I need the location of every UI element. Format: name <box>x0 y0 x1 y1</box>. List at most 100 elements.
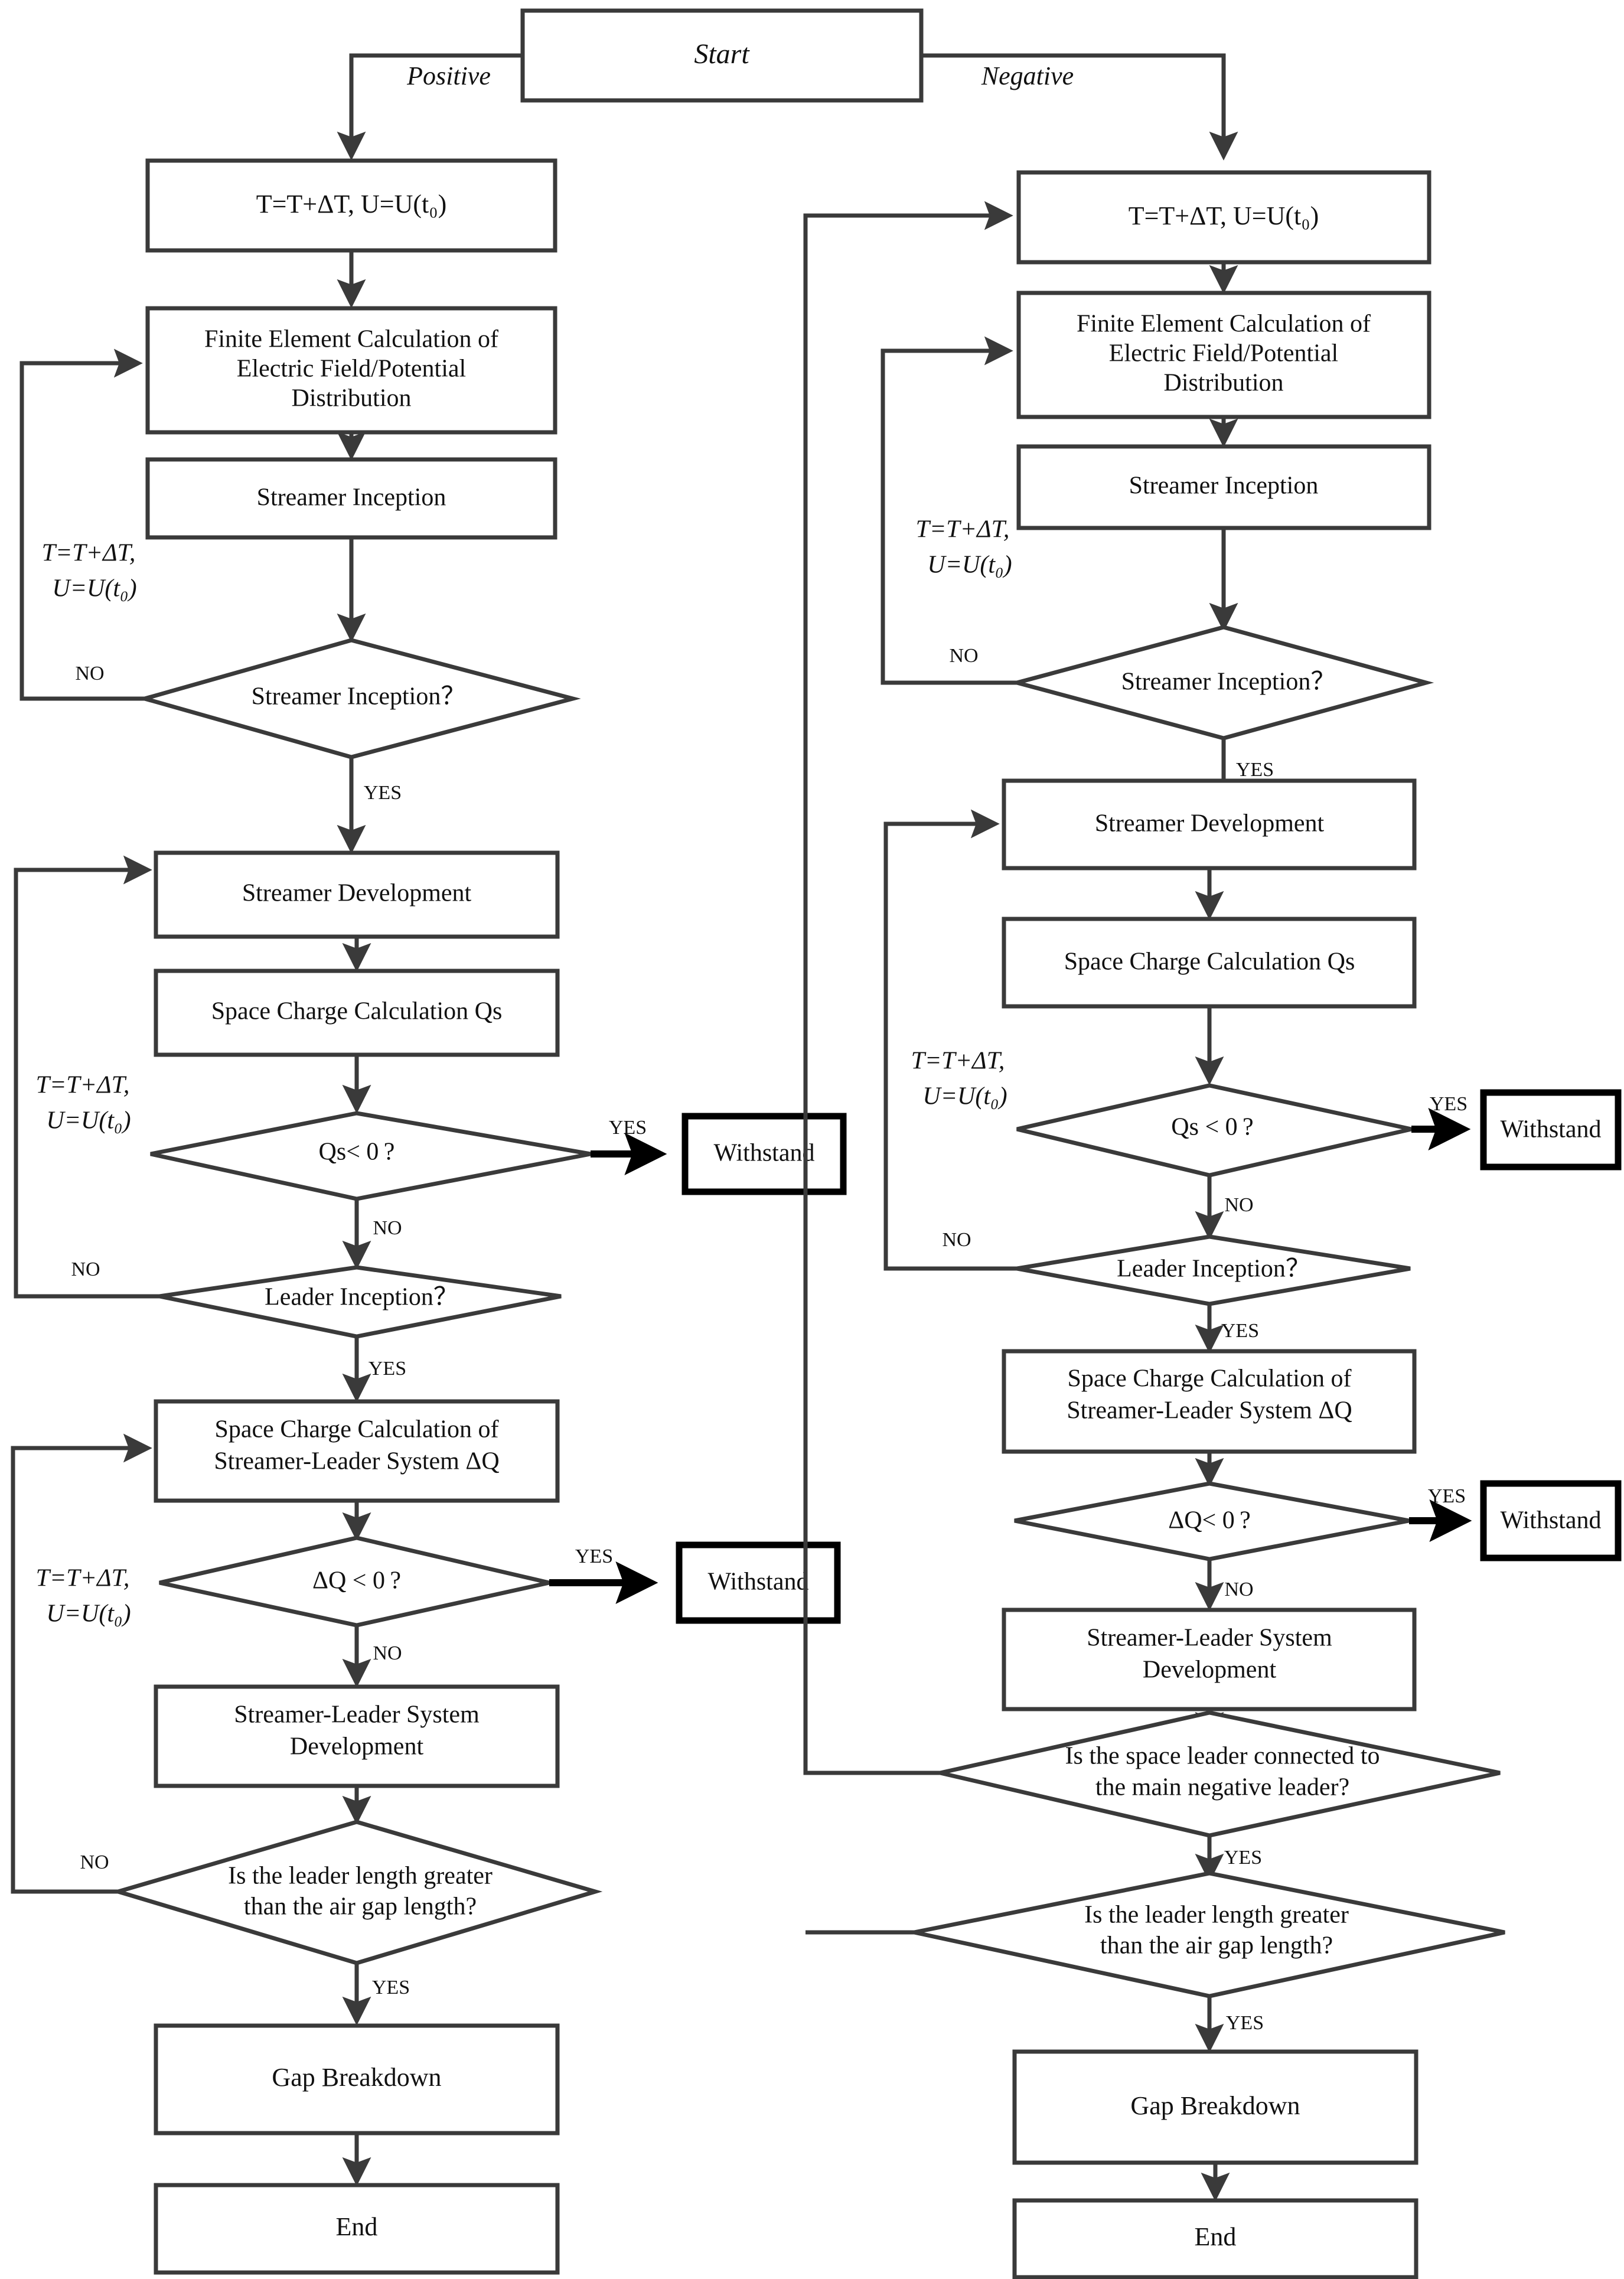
node-l-qs-label: Space Charge Calculation Qs <box>211 998 503 1025</box>
r-loop1-label-line1: T=T+ΔT, <box>916 516 1010 543</box>
node-l-dqq-label: ΔQ < 0 ? <box>312 1567 401 1595</box>
node-l-fem-line1: Finite Element Calculation of <box>204 326 498 353</box>
node-r-gap[interactable] <box>1012 2049 1418 2165</box>
node-l-liq-label: Leader Inception？ <box>265 1284 458 1311</box>
node-l-lenq-line1: Is the leader length greater <box>228 1863 493 1890</box>
node-r-conq-line2: the main negative leader? <box>1095 1774 1349 1801</box>
edge-label-r-qsq-yes: YES <box>1430 1093 1468 1115</box>
edge-label-r-dqq-no: NO <box>1224 1579 1253 1600</box>
node-r-with1-label: Withstand <box>1501 1116 1602 1143</box>
edge-label-r-lenq-yes: YES <box>1226 2012 1264 2034</box>
r-loop2-label-line2: U=U(t₀) <box>922 1083 1007 1110</box>
edge-label-r-dqq-yes: YES <box>1428 1485 1466 1507</box>
node-r-fem-line2: Electric Field/Potential <box>1109 340 1338 367</box>
node-l-lenq-line2: than the air gap length? <box>244 1893 477 1921</box>
node-l-dq-line2: Streamer-Leader System ΔQ <box>214 1448 499 1475</box>
loop1-label-line1: T=T+ΔT, <box>42 540 136 567</box>
node-l-siq-label: Streamer Inception？ <box>252 683 466 710</box>
node-l-init-label: T=T+ΔT, U=U(t₀) <box>256 190 447 219</box>
node-l-sd-label: Streamer Development <box>242 880 472 907</box>
edge-label-l-qsq-yes: YES <box>609 1117 647 1139</box>
node-r-init-label: T=T+ΔT, U=U(t₀) <box>1129 201 1319 230</box>
node-r-fem-line1: Finite Element Calculation of <box>1077 311 1371 338</box>
node-r-qs-label: Space Charge Calculation Qs <box>1064 948 1355 976</box>
loop3-label-line2: U=U(t₀) <box>46 1600 131 1628</box>
loop2-label-line1: T=T+ΔT, <box>36 1072 130 1099</box>
node-l-end[interactable] <box>154 2183 560 2275</box>
node-r-with1[interactable] <box>1480 1089 1622 1171</box>
edge-label-r-siq-yes: YES <box>1236 759 1274 781</box>
node-r-lenq-line2: than the air gap length? <box>1100 1932 1333 1960</box>
node-l-dq[interactable] <box>154 1399 560 1503</box>
edge-label-l-liq-yes: YES <box>369 1358 406 1380</box>
edge-label-l-liq-no: NO <box>71 1258 100 1280</box>
node-r-sd-label: Streamer Development <box>1095 810 1325 837</box>
node-r-with2[interactable] <box>1480 1480 1622 1561</box>
edge-r-liq-no-loop <box>883 809 1017 1271</box>
edge-label-r-conq-yes: YES <box>1224 1847 1262 1869</box>
label-negative: Negative <box>981 61 1074 90</box>
node-r-dqq-label: ΔQ< 0 ? <box>1168 1507 1251 1534</box>
edge-l-lenq-no-loop <box>11 1433 152 1894</box>
node-l-fem-line2: Electric Field/Potential <box>237 356 466 383</box>
edge-label-l-lenq-yes: YES <box>372 1977 410 1998</box>
edge-label-l-qsq-no: NO <box>373 1217 402 1239</box>
node-r-liq-label: Leader Inception？ <box>1117 1256 1310 1283</box>
edge-label-l-siq-yes: YES <box>364 782 402 804</box>
edge-r-conq-no-loop <box>803 201 1013 1775</box>
loop2-label-line2: U=U(t₀) <box>46 1107 131 1134</box>
node-l-fem[interactable] <box>145 306 557 435</box>
edge-start-positive <box>337 53 523 161</box>
node-r-fem-line3: Distribution <box>1163 370 1283 397</box>
node-r-dq-line1: Space Charge Calculation of <box>1068 1365 1352 1393</box>
node-start-label: Start <box>694 38 750 70</box>
node-r-with2-label: Withstand <box>1501 1507 1602 1534</box>
node-r-qsq-label: Qs < 0 ? <box>1171 1114 1253 1141</box>
node-l-with1[interactable] <box>681 1113 847 1195</box>
edge-label-l-dqq-yes: YES <box>575 1546 613 1567</box>
node-l-with2[interactable] <box>676 1541 841 1624</box>
node-r-conq-line1: Is the space leader connected to <box>1065 1743 1380 1770</box>
node-r-si[interactable] <box>1016 444 1431 530</box>
loop3-label-line1: T=T+ΔT, <box>36 1565 130 1592</box>
edge-l-siq-no-loop <box>19 348 145 701</box>
edge-label-l-lenq-no: NO <box>80 1851 109 1873</box>
edge-label-r-qsq-no: NO <box>1224 1194 1253 1216</box>
edge-label-l-siq-no: NO <box>75 663 104 684</box>
edge-r-siq-no-loop <box>881 336 1017 685</box>
node-r-end[interactable] <box>1012 2198 1418 2279</box>
node-r-dq[interactable] <box>1002 1349 1417 1454</box>
node-r-lenq-line1: Is the leader length greater <box>1084 1902 1349 1929</box>
edge-label-l-dqq-no: NO <box>373 1642 402 1664</box>
node-r-init[interactable] <box>1016 170 1431 265</box>
node-r-siq-label: Streamer Inception？ <box>1121 669 1336 696</box>
node-r-qs[interactable] <box>1002 917 1417 1009</box>
node-l-fem-line3: Distribution <box>291 385 411 412</box>
node-l-si-label: Streamer Inception <box>257 484 446 511</box>
node-l-with1-label: Withstand <box>714 1140 815 1167</box>
node-l-end-label: End <box>336 2212 378 2241</box>
node-l-gap-label: Gap Breakdown <box>272 2063 441 2092</box>
node-l-lenq[interactable] <box>110 1820 603 1965</box>
node-r-slsd-line1: Streamer-Leader System <box>1087 1625 1332 1652</box>
node-l-dq-line1: Space Charge Calculation of <box>215 1416 499 1443</box>
node-l-qsq-label: Qs< 0 ? <box>319 1139 395 1166</box>
edge-start-negative <box>921 53 1238 161</box>
edge-label-r-liq-no: NO <box>942 1229 971 1251</box>
node-l-slsd[interactable] <box>154 1684 560 1788</box>
node-l-with2-label: Withstand <box>708 1569 809 1596</box>
node-l-slsd-line1: Streamer-Leader System <box>234 1701 480 1729</box>
loop1-label-line2: U=U(t₀) <box>52 575 136 602</box>
node-r-dq-line2: Streamer-Leader System ΔQ <box>1067 1397 1352 1424</box>
node-l-init[interactable] <box>145 158 557 253</box>
edge-label-r-liq-yes: YES <box>1221 1320 1259 1342</box>
node-r-slsd-line2: Development <box>1143 1657 1277 1684</box>
label-positive: Positive <box>406 61 491 90</box>
node-r-si-label: Streamer Inception <box>1129 472 1319 500</box>
node-l-slsd-line2: Development <box>290 1733 424 1760</box>
r-loop2-label-line1: T=T+ΔT, <box>911 1048 1005 1075</box>
edge-label-r-siq-no: NO <box>949 645 978 667</box>
node-r-gap-label: Gap Breakdown <box>1130 2091 1300 2120</box>
